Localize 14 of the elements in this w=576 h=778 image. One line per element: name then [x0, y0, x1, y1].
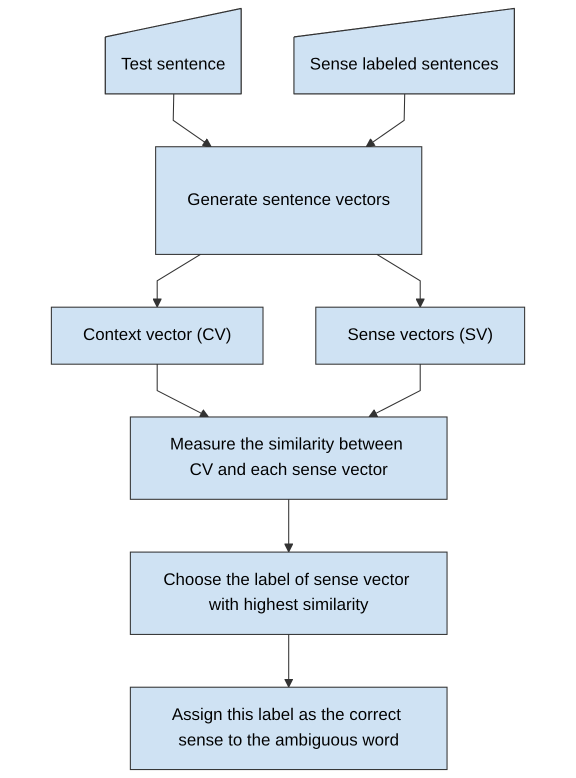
- arrow: [172, 94, 212, 148]
- arrow: [376, 254, 425, 308]
- node-box: Measure the similarity between CV and each sense vector: [130, 416, 448, 500]
- node-box: Assign this label as the correct sense to the ambiguous word: [130, 686, 448, 770]
- node-box: Choose the label of sense vector with highest similarity: [130, 552, 448, 635]
- arrow: [156, 364, 209, 418]
- arrow: [368, 364, 421, 418]
- arrow: [366, 94, 406, 148]
- arrow: [284, 499, 294, 553]
- node-box: Context vector (CV): [50, 306, 264, 365]
- arrow: [284, 634, 294, 688]
- node-box: Sense vectors (SV): [315, 306, 526, 365]
- node-box: Generate sentence vectors: [155, 146, 422, 255]
- arrow: [152, 254, 201, 308]
